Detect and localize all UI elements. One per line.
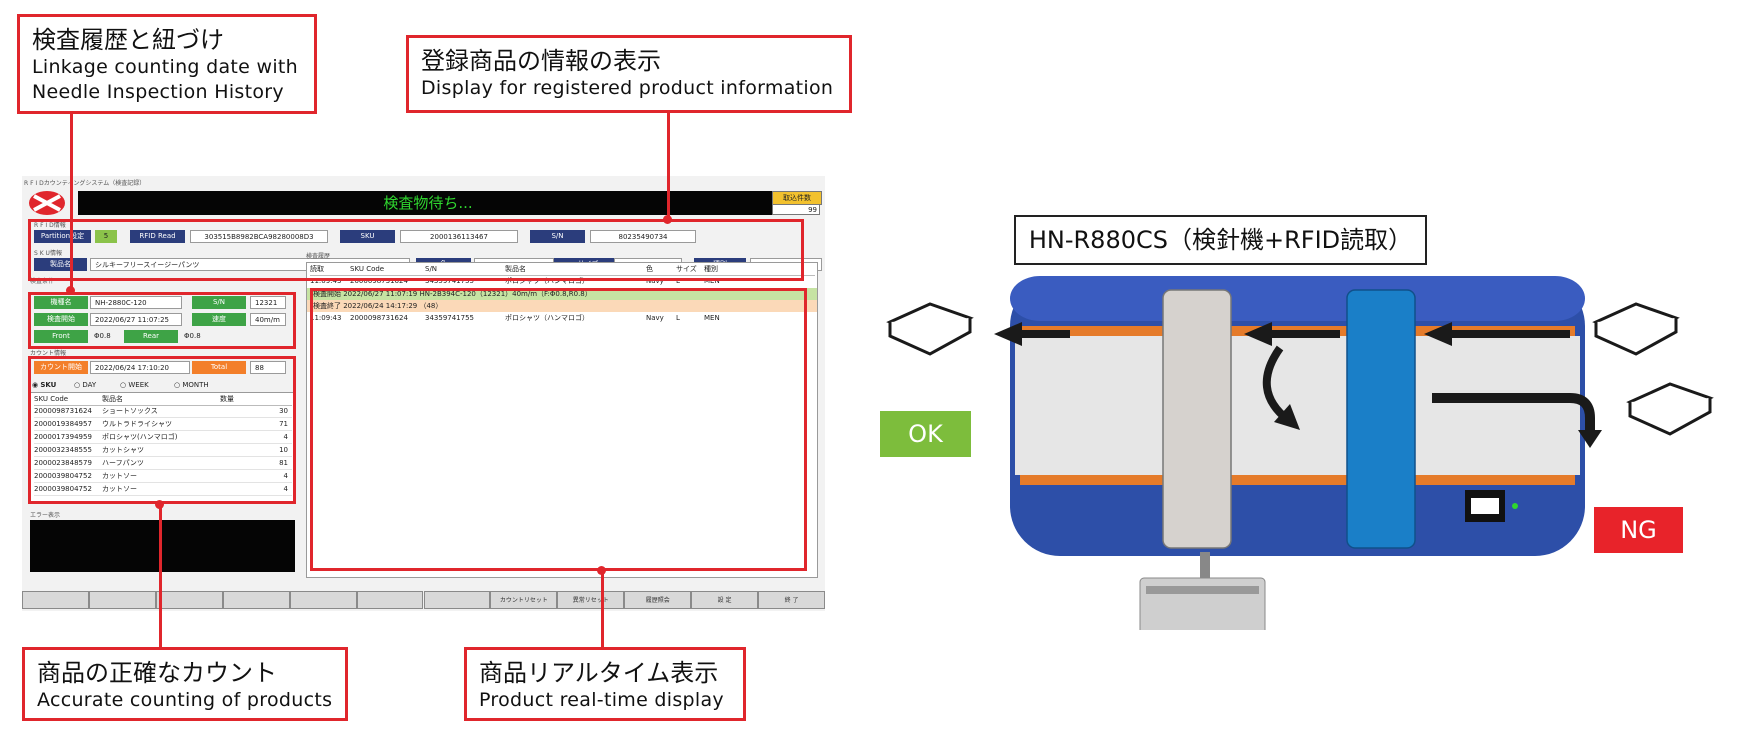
radio-month[interactable]: ○ MONTH: [174, 381, 209, 389]
history-section-title: 検査履歴: [306, 253, 331, 260]
error-display: [30, 520, 295, 572]
history-row[interactable]: 11:09:43 2000098731624 34359741755 ポロシャツ…: [310, 314, 720, 322]
function-button[interactable]: [88, 591, 156, 609]
callout-realtime: 商品リアルタイム表示 Product real-time display: [464, 647, 746, 721]
connector-dot: [66, 286, 75, 295]
function-button[interactable]: 異常リセット: [557, 591, 625, 609]
highlight-product-info: [28, 219, 804, 281]
highlight-count: [28, 356, 296, 504]
error-section-title: エラー表示: [30, 512, 61, 519]
radio-sku[interactable]: ◉ SKU: [32, 381, 57, 389]
callout-history-jp: 検査履歴と紐づけ: [32, 26, 224, 54]
connector-history: [70, 113, 73, 290]
speed-label: 速度: [192, 313, 246, 326]
count-value: 99: [772, 204, 820, 215]
front-label: Front: [34, 330, 88, 343]
ok-badge: OK: [880, 411, 971, 457]
highlight-history: [310, 288, 807, 571]
function-button[interactable]: 履歴照会: [624, 591, 692, 609]
callout-realtime-en: Product real-time display: [479, 689, 724, 711]
period-radio-group: ◉ SKU ○ DAY ○ WEEK ○ MONTH: [32, 379, 292, 391]
history-table: 読取 SKU Code S/N 製品名 色 サイズ 種別 11:09:43 20…: [306, 262, 818, 578]
radio-week[interactable]: ○ WEEK: [120, 381, 149, 389]
rfid-section-title: R F I D情報: [34, 222, 66, 229]
machine-sn-value: 12321: [250, 296, 286, 309]
rear-label: Rear: [124, 330, 178, 343]
status-message: 検査物待ち...: [78, 191, 778, 215]
callout-history: 検査履歴と紐づけ Linkage counting date with Need…: [17, 14, 317, 114]
callout-product-info: 登録商品の情報の表示 Display for registered produc…: [406, 35, 852, 113]
machine-model-title: HN-R880CS（検針機+RFID読取）: [1014, 215, 1427, 265]
rfid-read-label: RFID Read: [130, 230, 185, 243]
history-table-header: 読取 SKU Code S/N 製品名 色 サイズ 種別: [310, 263, 815, 276]
history-start-line[interactable]: 検査開始 2022/06/27 11:07:19 HN-2B394C-120（1…: [307, 288, 817, 300]
company-logo: [28, 190, 66, 216]
inspect-section-title: 検査条件: [30, 278, 55, 285]
front-value: Φ0.8: [94, 332, 111, 340]
window-title: R F I Dカウンティングシステム（検査記録）: [24, 180, 146, 187]
rfid-read-value: 303515B8982BCA98280008D3: [190, 230, 328, 243]
count-start-label: カウント開始: [34, 361, 88, 374]
sku-value: 2000136113467: [400, 230, 518, 243]
sn-value: 80235490734: [590, 230, 696, 243]
function-button[interactable]: [155, 591, 223, 609]
partition-value[interactable]: 5: [95, 230, 117, 243]
callout-realtime-jp: 商品リアルタイム表示: [479, 659, 719, 687]
count-section-title: カウント情報: [30, 350, 67, 357]
callout-product-info-en: Display for registered product informati…: [421, 77, 834, 99]
connector-realtime: [601, 570, 604, 648]
function-button[interactable]: [22, 591, 89, 609]
start-label: 検査開始: [34, 313, 88, 326]
machine-diagram: [870, 270, 1740, 641]
connector-product-info: [667, 113, 670, 220]
highlight-inspection-conditions: [28, 292, 296, 349]
function-button[interactable]: 設 定: [691, 591, 759, 609]
function-button[interactable]: [423, 591, 491, 609]
machine-value: NH-2880C-120: [90, 296, 182, 309]
count-start-value: 2022/06/24 17:10:20: [90, 361, 190, 374]
sku-label: SKU: [340, 230, 395, 243]
machine-label: 機種名: [34, 296, 88, 309]
function-button[interactable]: [289, 591, 357, 609]
history-row[interactable]: 11:09:43 2000098731624 34359741755 ポロシャツ…: [310, 277, 720, 285]
callout-counting-jp: 商品の正確なカウント: [37, 659, 277, 687]
count-label: 取込件数: [772, 191, 822, 205]
connector-dot: [597, 566, 606, 575]
callout-counting-en: Accurate counting of products: [37, 689, 333, 711]
callout-product-info-jp: 登録商品の情報の表示: [421, 47, 661, 75]
speed-value: 40m/m: [250, 313, 286, 326]
partition-label: Partition設定: [34, 230, 91, 243]
function-button[interactable]: [222, 591, 290, 609]
count-table-header: SKU Code 製品名 数量: [34, 393, 292, 406]
history-end-line[interactable]: 検査終了 2022/06/24 14:17:29 （48）: [307, 300, 817, 312]
function-button[interactable]: 終 了: [758, 591, 825, 609]
connector-dot: [155, 500, 164, 509]
total-value: 88: [250, 361, 286, 374]
callout-counting: 商品の正確なカウント Accurate counting of products: [22, 647, 348, 721]
sku-section-title: S K U情報: [34, 250, 62, 257]
function-button[interactable]: カウントリセット: [490, 591, 558, 609]
sn-label: S/N: [530, 230, 585, 243]
product-name-label: 製品名: [34, 258, 87, 271]
connector-counting: [159, 504, 162, 648]
callout-history-en1: Linkage counting date with: [32, 56, 299, 78]
function-button[interactable]: [356, 591, 424, 609]
radio-day[interactable]: ○ DAY: [74, 381, 97, 389]
rear-value: Φ0.8: [184, 332, 201, 340]
software-screenshot: R F I Dカウンティングシステム（検査記録） 検査物待ち... 取込件数 9…: [22, 176, 825, 611]
total-label: Total: [192, 361, 246, 374]
start-value: 2022/06/27 11:07:25: [90, 313, 182, 326]
callout-history-en2: Needle Inspection History: [32, 81, 284, 103]
machine-sn-label: S/N: [192, 296, 246, 309]
connector-dot: [663, 215, 672, 224]
ng-badge: NG: [1594, 507, 1683, 553]
